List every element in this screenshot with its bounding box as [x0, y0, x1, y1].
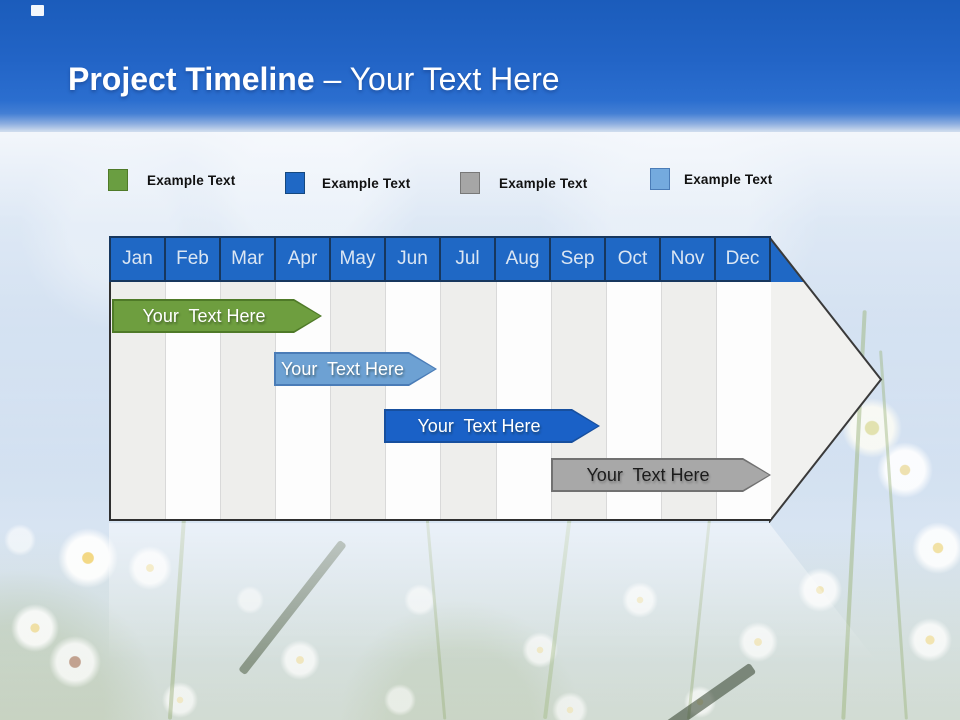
month-cell-feb[interactable]: Feb — [166, 238, 219, 280]
month-cell-may[interactable]: May — [331, 238, 384, 280]
month-column-jun — [385, 282, 441, 519]
month-cell-sep[interactable]: Sep — [551, 238, 604, 280]
legend-swatch-lightblue — [650, 168, 670, 190]
timeline-arrow-tip — [769, 236, 883, 523]
corner-mark — [31, 5, 44, 16]
month-column-oct — [605, 282, 661, 519]
month-cell-jul[interactable]: Jul — [441, 238, 494, 280]
legend-label: Example Text — [684, 171, 773, 187]
title-band — [0, 0, 960, 132]
slide-title-regular: – Your Text Here — [314, 61, 560, 97]
legend-swatch-blue — [285, 172, 305, 194]
month-cell-jan[interactable]: Jan — [111, 238, 164, 280]
month-column-aug — [495, 282, 551, 519]
month-column-may — [330, 282, 386, 519]
legend-label: Example Text — [499, 175, 588, 191]
slide-title[interactable]: Project Timeline – Your Text Here — [68, 58, 560, 100]
month-column-sep — [550, 282, 606, 519]
month-column-nov — [660, 282, 716, 519]
month-cell-jun[interactable]: Jun — [386, 238, 439, 280]
legend-item-lightblue[interactable]: Example Text — [650, 167, 772, 191]
slide-title-bold: Project Timeline — [68, 61, 315, 97]
month-column-dec — [715, 282, 771, 519]
month-column-feb — [165, 282, 221, 519]
month-column-apr — [275, 282, 331, 519]
legend-item-blue[interactable]: Example Text — [285, 171, 410, 195]
month-cell-nov[interactable]: Nov — [661, 238, 714, 280]
legend-swatch-green — [108, 169, 128, 191]
legend-item-green[interactable]: Example Text — [108, 168, 235, 192]
timeline-body — [109, 282, 771, 521]
month-cell-aug[interactable]: Aug — [496, 238, 549, 280]
month-column-mar — [220, 282, 276, 519]
month-cell-dec[interactable]: Dec — [716, 238, 769, 280]
legend-swatch-gray — [460, 172, 480, 194]
month-cell-oct[interactable]: Oct — [606, 238, 659, 280]
legend-item-gray[interactable]: Example Text — [460, 171, 587, 195]
month-cell-mar[interactable]: Mar — [221, 238, 274, 280]
timeline-reflection — [109, 523, 880, 683]
month-cell-apr[interactable]: Apr — [276, 238, 329, 280]
legend-label: Example Text — [147, 172, 236, 188]
month-column-jul — [440, 282, 496, 519]
legend-label: Example Text — [322, 175, 411, 191]
month-column-jan — [111, 282, 166, 519]
